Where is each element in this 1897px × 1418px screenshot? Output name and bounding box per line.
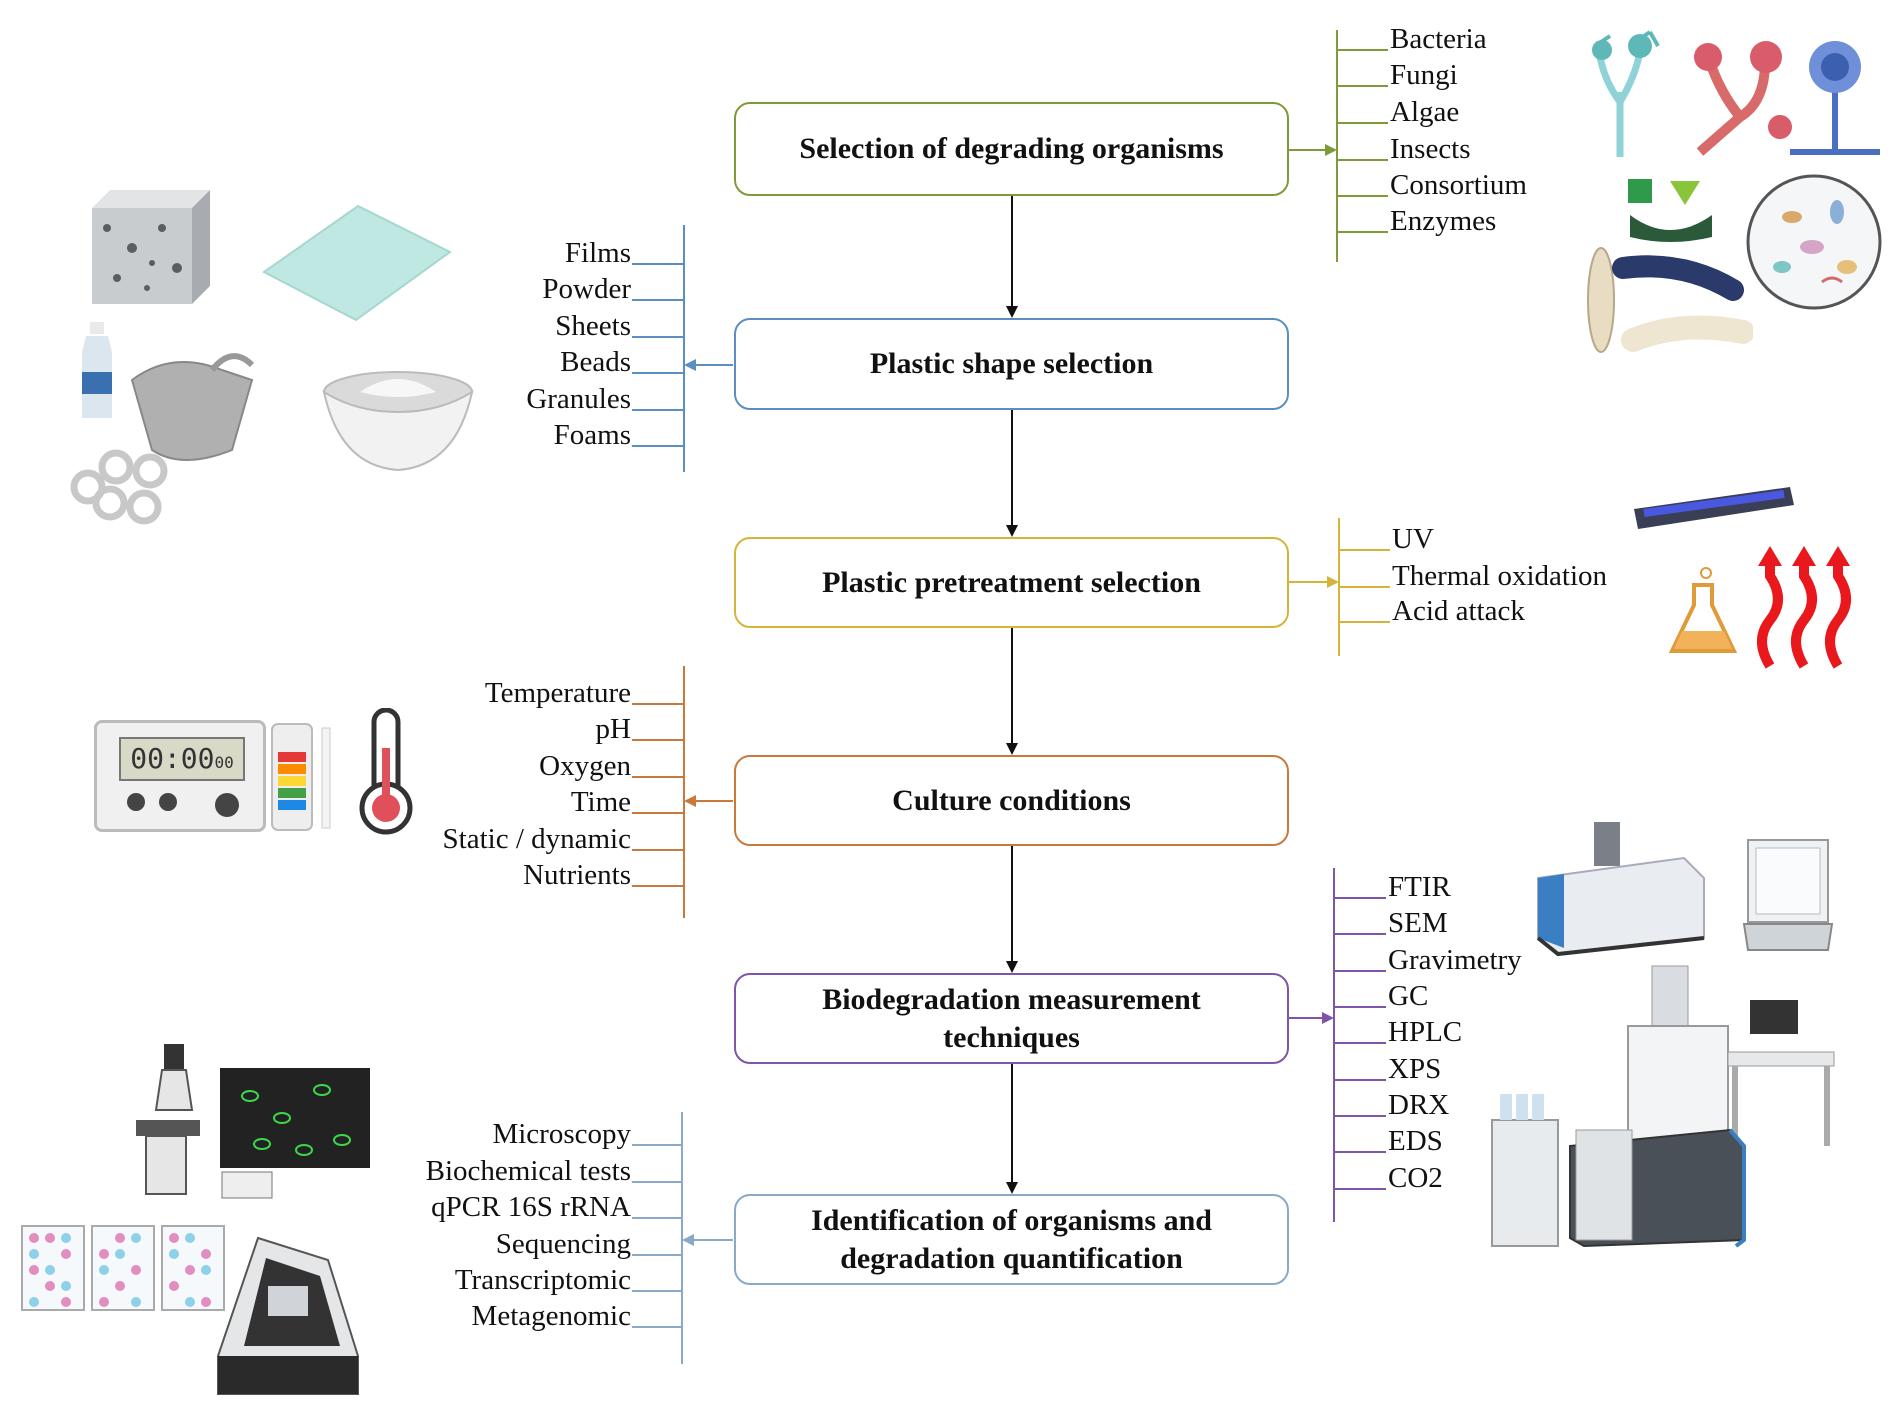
organism-label: Fungi: [1390, 59, 1458, 91]
technique-label: HPLC: [1388, 1016, 1463, 1048]
timer-display: 00:0000: [119, 737, 245, 781]
insect-larvae-icon: [1587, 247, 1753, 353]
fungi-icon: [1592, 30, 1880, 157]
sheet-icon: [262, 204, 452, 322]
identification-label: qPCR 16S rRNA: [431, 1191, 631, 1223]
identification-label: Sequencing: [495, 1228, 631, 1260]
step-title: Plastic shape selection: [869, 347, 1154, 380]
microplate-icon: [21, 1225, 225, 1311]
timer-hundredths: 00: [214, 753, 234, 772]
shape-label: Beads: [560, 346, 631, 378]
heat-icon: [1757, 546, 1851, 669]
step-pretreatment: Plastic pretreatment selection: [734, 537, 1289, 628]
balance-icon: [1742, 839, 1834, 951]
culture-label: Oxygen: [539, 750, 631, 782]
step-title: Culture conditions: [892, 783, 1131, 817]
techniques-branch: [1288, 868, 1386, 1222]
bag-icon: [130, 353, 255, 461]
foam-cube-icon: [92, 190, 210, 304]
culture-label: pH: [595, 713, 631, 745]
step-identification: Identification of organisms and degradat…: [734, 1194, 1289, 1285]
organism-label: Enzymes: [1390, 205, 1497, 237]
algae-icon: [1628, 179, 1712, 242]
culture-label: Nutrients: [523, 859, 631, 891]
culture-label: Static / dynamic: [442, 823, 631, 855]
thermometer-icon: [359, 708, 413, 835]
microscope-icon: [136, 1044, 370, 1199]
hplc-icon: [1491, 1094, 1746, 1248]
shape-label: Foams: [553, 419, 631, 451]
sequencer-icon: [217, 1236, 359, 1395]
technique-label: DRX: [1388, 1089, 1450, 1121]
technique-label: GC: [1388, 980, 1429, 1012]
step-title: Selection of degrading organisms: [799, 132, 1224, 165]
step-title: Plastic pretreatment selection: [822, 565, 1201, 599]
bottle-icon: [82, 322, 112, 418]
identification-label: Metagenomic: [471, 1300, 631, 1332]
technique-label: Gravimetry: [1388, 944, 1522, 976]
identification-label: Biochemical tests: [425, 1155, 631, 1187]
uv-lamp-icon: [1634, 487, 1794, 529]
pretreatment-branch: [1288, 518, 1390, 656]
technique-label: EDS: [1388, 1125, 1443, 1157]
culture-branch: [632, 666, 733, 918]
ftir-icon: [1536, 822, 1705, 957]
identification-branch: [632, 1112, 733, 1364]
shape-label: Sheets: [555, 310, 631, 342]
identification-label: Transcriptomic: [454, 1264, 631, 1296]
organism-label: Algae: [1390, 96, 1460, 128]
organism-label: Insects: [1390, 133, 1471, 165]
pretreatment-label: Acid attack: [1392, 595, 1525, 627]
beads-icon: [70, 449, 168, 525]
step-title: Biodegradation measurement techniques: [822, 982, 1201, 1054]
plankton-icon: [1746, 174, 1882, 310]
organism-label: Consortium: [1390, 169, 1527, 201]
pretreatment-label: UV: [1392, 523, 1434, 555]
sem-icon: [1627, 965, 1835, 1147]
step-culture-conditions: Culture conditions: [734, 755, 1289, 846]
flask-icon: [1668, 567, 1738, 653]
shape-label: Powder: [542, 273, 631, 305]
technique-label: FTIR: [1388, 871, 1451, 903]
technique-label: CO2: [1388, 1162, 1443, 1194]
shape-label: Films: [564, 237, 631, 269]
step-title: Identification of organisms and degradat…: [811, 1203, 1212, 1275]
ph-strip-icon: [271, 723, 331, 831]
powder-bowl-icon: [322, 371, 474, 472]
organism-label: Bacteria: [1390, 23, 1487, 55]
technique-label: XPS: [1388, 1053, 1442, 1085]
shapes-branch: [632, 225, 733, 472]
shape-label: Granules: [526, 383, 631, 415]
timer-icon: 00:0000: [94, 720, 266, 832]
culture-label: Temperature: [484, 677, 631, 709]
step-biodegradation-measurement: Biodegradation measurement techniques: [734, 973, 1289, 1064]
timer-value: 00:00: [130, 742, 215, 775]
pretreatment-label: Thermal oxidation: [1392, 560, 1608, 592]
step-selection-organisms: Selection of degrading organisms: [734, 102, 1289, 196]
step-plastic-shape: Plastic shape selection: [734, 318, 1289, 410]
organisms-branch: [1288, 30, 1388, 262]
identification-label: Microscopy: [492, 1118, 631, 1150]
culture-label: Time: [570, 786, 631, 818]
technique-label: SEM: [1388, 907, 1448, 939]
